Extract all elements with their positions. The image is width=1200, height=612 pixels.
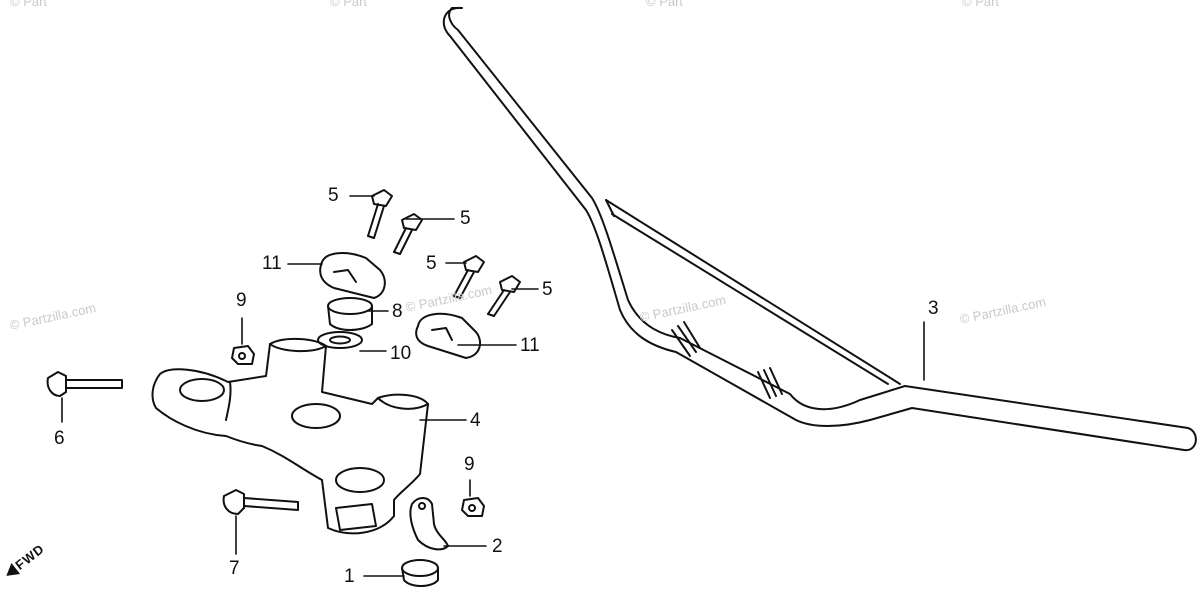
callout-3: 3 — [928, 298, 939, 319]
bolt-lower — [222, 489, 299, 515]
handlebar-knurl-right — [757, 367, 783, 399]
callout-7: 7 — [229, 558, 240, 579]
callout-10: 10 — [390, 343, 412, 364]
top-bridge-hole-right — [335, 467, 385, 493]
bolt-left — [46, 371, 123, 397]
callout-5-b: 5 — [460, 208, 471, 229]
nut-lower — [461, 497, 485, 517]
bolt-upper-a — [367, 189, 393, 239]
callout-5-d: 5 — [542, 279, 553, 300]
cushion — [327, 297, 373, 331]
callout-9-a: 9 — [236, 290, 247, 311]
handlebar-holder-upper-left — [319, 252, 386, 299]
callout-8: 8 — [392, 301, 403, 322]
callout-1: 1 — [344, 566, 355, 587]
leader-lines — [61, 195, 925, 577]
callout-11-a: 11 — [262, 253, 282, 274]
handlebar — [442, 6, 1197, 452]
callout-5-c: 5 — [426, 253, 437, 274]
callout-4: 4 — [470, 410, 481, 431]
top-bridge-stem-hole — [291, 403, 341, 429]
washer — [317, 331, 363, 349]
bolt-upper-c — [453, 255, 485, 299]
cap — [401, 559, 439, 587]
handlebar-knurl-left — [671, 321, 701, 357]
bolt-upper-b — [393, 213, 423, 255]
top-bridge-hole-left — [179, 378, 225, 402]
clamp — [409, 497, 449, 551]
watermark-top-mid: © Part — [330, 0, 368, 9]
handlebar-holder-upper-right — [415, 312, 482, 359]
callout-5-a: 5 — [328, 185, 339, 206]
callout-11-b: 11 — [520, 335, 540, 356]
watermark-top-right: © Part — [962, 0, 1000, 9]
watermark-top-mid2: © Part — [646, 0, 684, 9]
callout-9-b: 9 — [464, 454, 475, 475]
callout-6: 6 — [54, 428, 65, 449]
watermark-top-left: © Part — [10, 0, 48, 9]
callout-2: 2 — [492, 536, 503, 557]
bolt-upper-d — [487, 275, 521, 317]
top-bridge — [151, 338, 429, 535]
nut-upper — [231, 345, 255, 365]
